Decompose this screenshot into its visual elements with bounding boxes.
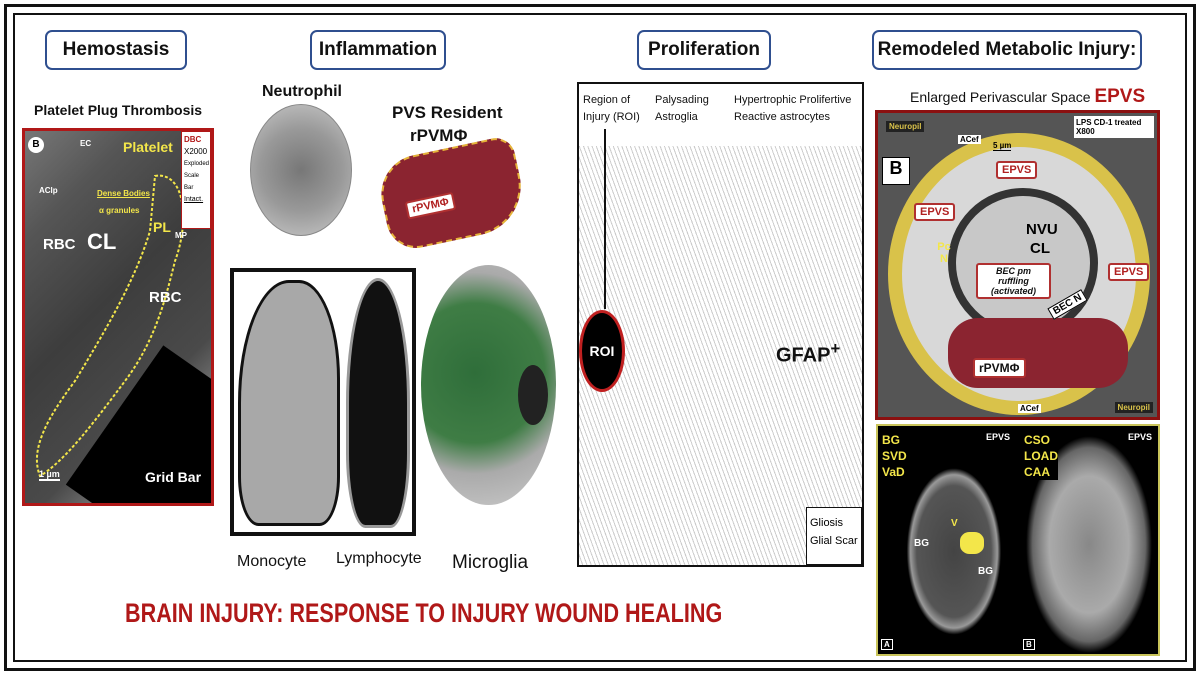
label-platelet: Platelet xyxy=(123,139,173,155)
monocyte-label: Monocyte xyxy=(237,553,307,570)
tag-load: LOAD xyxy=(1024,449,1058,463)
proliferation-header-bg xyxy=(579,84,862,146)
neutrophil-image xyxy=(250,104,352,236)
epvs-label: EPVS xyxy=(1127,432,1152,442)
header-hemostasis: Hemostasis xyxy=(45,30,187,70)
epvs-tag: EPVS xyxy=(914,203,956,221)
label-cl: CL xyxy=(87,229,117,254)
label-alpha-granules: α granules xyxy=(99,206,140,215)
mri-panel-b: CSO LOAD CAA EPVS B xyxy=(1020,426,1158,654)
rpvm-tag: rPVMΦ xyxy=(404,191,457,220)
inner-frame xyxy=(13,13,1187,662)
neuropil-label: Neuropil xyxy=(1114,402,1153,413)
capillary xyxy=(518,365,548,425)
tag-caa: CAA xyxy=(1024,465,1050,479)
info-box: DBC X2000 Exploded Scale Bar Intact. xyxy=(181,131,211,229)
epvs-tag: EPVS xyxy=(1108,263,1150,281)
rpvm-tag: rPVMΦ xyxy=(973,358,1026,378)
bec-ruffling-label: BEC pm ruffling (activated) xyxy=(976,263,1051,299)
mri-b-tags: CSO LOAD CAA xyxy=(1024,432,1058,480)
label-dense-bodies: Dense Bodies xyxy=(97,189,150,198)
neutrophil-label: Neutrophil xyxy=(262,83,342,100)
gfap-sup: + xyxy=(830,339,841,358)
roi-arrow-icon xyxy=(604,129,606,309)
info-line: Exploded xyxy=(184,161,210,167)
label-aclp: AClp xyxy=(39,186,58,195)
epvs-subtitle-text: Enlarged Perivascular Space xyxy=(910,89,1091,105)
bg-label: BG xyxy=(914,538,929,549)
label-pl: PL xyxy=(153,219,171,235)
label-mp: MP xyxy=(175,231,187,240)
header-proliferation: Proliferation xyxy=(637,30,771,70)
epvs-label: EPVS xyxy=(985,432,1010,442)
main-title: BRAIN INJURY: RESPONSE TO INJURY WOUND H… xyxy=(125,598,723,628)
glial-scar-label: Glial Scar xyxy=(810,535,858,547)
pvs-resident-label: PVS Resident xyxy=(392,103,503,122)
label-rbc: RBC xyxy=(43,236,76,253)
info-line: DBC xyxy=(184,135,202,144)
nvu-label: NVU xyxy=(1026,221,1058,238)
hypertrophic-column-label: Hypertrophic Prolifertive Reactive astro… xyxy=(734,94,852,123)
gfap-text: GFAP xyxy=(776,344,831,367)
palysading-column-label: Palysading Astroglia xyxy=(655,94,709,123)
gfap-label: GFAP+ xyxy=(776,339,840,368)
epvs-tag: EPVS xyxy=(996,161,1038,179)
mag-label: X800 xyxy=(1076,127,1095,136)
panel-letter: B xyxy=(882,157,910,185)
info-line: Scale Bar xyxy=(184,173,200,191)
acef-label: ACef xyxy=(1018,404,1041,413)
roi-circle: ROI xyxy=(579,310,625,392)
pc-n-label: Pc N xyxy=(937,241,951,265)
neuropil-label: Neuropil xyxy=(886,121,925,132)
v-label: V xyxy=(951,518,958,529)
header-remodeled: Remodeled Metabolic Injury: xyxy=(872,30,1142,70)
bg-label: BG xyxy=(978,566,993,577)
mri-panels: BG SVD VaD EPVS BG BG V A CSO LOAD CAA EPVS … xyxy=(876,424,1160,656)
epvs-subtitle: Enlarged Perivascular Space EPVS xyxy=(910,86,1145,108)
panel-letter: B xyxy=(28,137,44,153)
gliosis-box: Gliosis Glial Scar xyxy=(806,507,862,565)
label-ec: EC xyxy=(80,139,92,148)
tag-bg: BG xyxy=(882,433,900,447)
monocyte-lymphocyte-panel xyxy=(230,268,416,536)
bg-highlight xyxy=(960,532,984,554)
label-rbc: RBC xyxy=(149,289,182,306)
gliosis-label: Gliosis xyxy=(810,517,844,529)
info-line: Intact. xyxy=(184,196,204,203)
proliferation-diagram: Region of Injury (ROI) Palysading Astrog… xyxy=(577,82,864,567)
acef-label: ACef xyxy=(958,135,981,144)
platelet-outline xyxy=(35,174,185,478)
platelet-subtitle: Platelet Plug Thrombosis xyxy=(34,102,203,118)
info-line: X2000 xyxy=(184,147,208,156)
platelet-em-image: B Platelet Dense Bodies α granules PL CL… xyxy=(22,128,214,506)
tag-svd: SVD xyxy=(882,449,907,463)
rpvm-label: rPVMΦ xyxy=(410,126,468,145)
outer-frame xyxy=(4,4,1196,671)
tag-vad: VaD xyxy=(882,465,905,479)
monocyte-image xyxy=(238,280,340,526)
mri-a-tags: BG SVD VaD xyxy=(882,432,907,480)
treatment-label: LPS CD-1 treated xyxy=(1076,118,1142,127)
lymphocyte-image xyxy=(346,278,410,528)
panel-letter: B xyxy=(1023,639,1035,650)
microglia-image xyxy=(421,265,556,505)
cl-label: CL xyxy=(1030,240,1050,257)
roi-column-label: Region of Injury (ROI) xyxy=(583,94,640,123)
panel-letter: A xyxy=(881,639,893,650)
mri-panel-a: BG SVD VaD EPVS BG BG V A xyxy=(878,426,1016,654)
microglia-label: Microglia xyxy=(452,552,529,573)
scale-bar: 1 µm xyxy=(39,469,60,481)
epvs-acronym: EPVS xyxy=(1094,86,1146,107)
header-inflammation: Inflammation xyxy=(310,30,446,70)
scale-bar: 5 µm xyxy=(993,141,1012,151)
tag-cso: CSO xyxy=(1024,433,1051,447)
lymphocyte-label: Lymphocyte xyxy=(336,550,422,567)
label-grid-bar: Grid Bar xyxy=(145,469,202,485)
